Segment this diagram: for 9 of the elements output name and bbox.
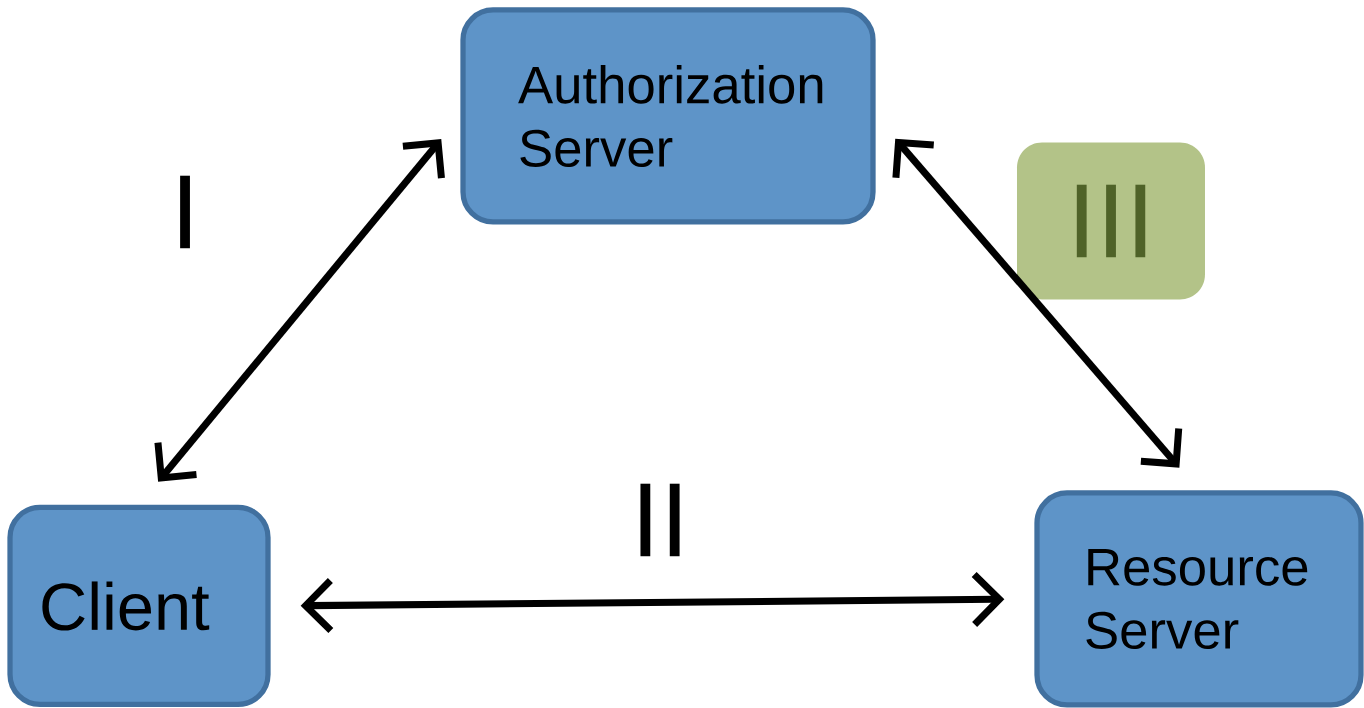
arrow <box>300 572 1005 633</box>
step-number: I <box>180 175 190 249</box>
server-box: Authorization Server <box>460 7 876 225</box>
step-number-box: III <box>1017 142 1205 300</box>
client-box: Client <box>7 504 271 708</box>
arrow <box>892 138 1183 468</box>
server-box: Resource Server <box>1034 490 1364 708</box>
step-number: II <box>640 483 680 557</box>
arrow <box>154 139 445 482</box>
